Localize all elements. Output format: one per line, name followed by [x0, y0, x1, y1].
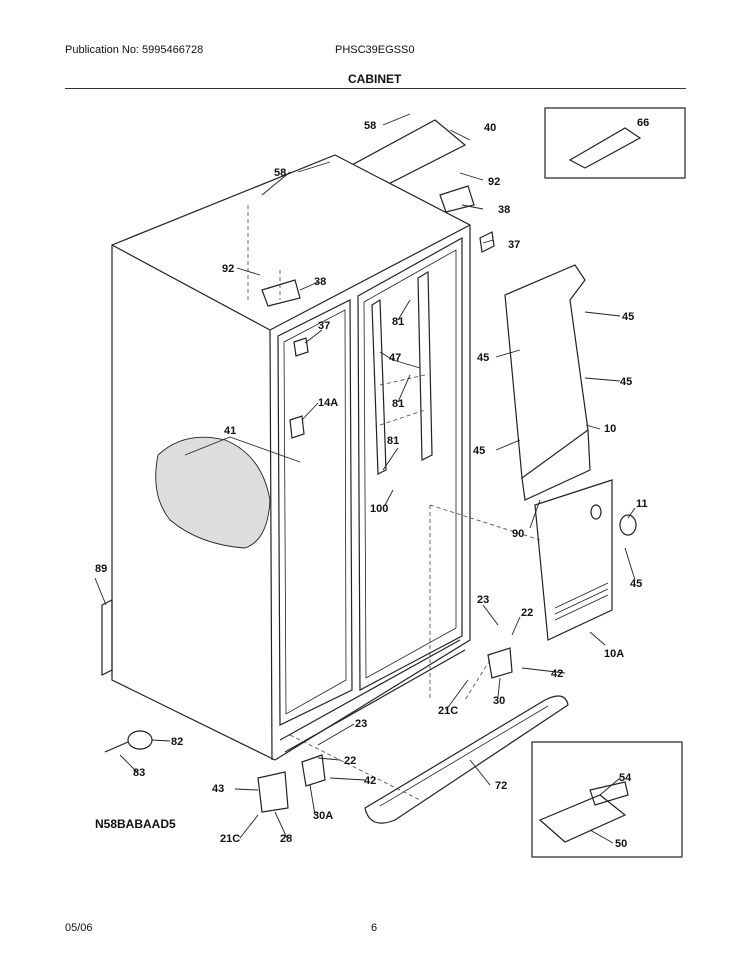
callout-38: 38	[498, 204, 510, 216]
callout-58: 58	[274, 167, 286, 179]
drawing-code: N58BABAAD5	[95, 817, 176, 831]
footer-date: 05/06	[65, 922, 93, 934]
callout-58: 58	[364, 120, 376, 132]
hinge-28	[257, 771, 289, 813]
callout-47: 47	[389, 352, 401, 364]
callout-45: 45	[622, 311, 634, 323]
callout-54: 54	[619, 772, 632, 784]
callout-11: 11	[636, 498, 648, 510]
callout-22: 22	[521, 607, 533, 619]
callout-89: 89	[95, 563, 107, 575]
callout-92: 92	[488, 176, 500, 188]
callout-81: 81	[392, 398, 404, 410]
callout-23: 23	[355, 718, 367, 730]
callout-37: 37	[508, 239, 520, 251]
section-title: CABINET	[348, 72, 402, 86]
callout-28: 28	[280, 833, 292, 845]
callout-10: 10	[604, 423, 616, 435]
rear-access-panel	[534, 479, 613, 641]
evaporator-cover-panel	[504, 264, 589, 480]
inset-box-66	[544, 107, 686, 179]
callout-81: 81	[387, 435, 399, 447]
freezer-liner	[277, 299, 353, 726]
hinge-30a	[301, 754, 326, 787]
callout-21c: 21C	[438, 705, 458, 717]
callout-23: 23	[477, 594, 489, 606]
callout-30: 30	[493, 695, 505, 707]
callout-22: 22	[344, 755, 356, 767]
toe-grille	[364, 695, 569, 824]
callout-50: 50	[615, 838, 627, 850]
inset-box-50	[531, 741, 683, 858]
callout-45: 45	[630, 578, 642, 590]
footer-page-number: 6	[371, 922, 378, 934]
hinge-38b	[439, 185, 475, 213]
callout-30a: 30A	[313, 810, 333, 822]
callout-90: 90	[512, 528, 524, 540]
callout-82: 82	[171, 736, 183, 748]
publication-number: Publication No: 5995466728	[65, 44, 204, 56]
callout-43: 43	[212, 783, 224, 795]
leveling-leg-82	[127, 730, 153, 750]
callout-37: 37	[318, 320, 330, 332]
model-number: PHSC39EGSS0	[335, 44, 415, 56]
bumper-37b	[293, 337, 309, 357]
callout-41: 41	[224, 425, 236, 437]
callout-72: 72	[495, 780, 507, 792]
callout-42: 42	[551, 668, 563, 680]
callout-66: 66	[637, 117, 649, 129]
callout-100: 100	[370, 503, 388, 515]
callout-45: 45	[620, 376, 632, 388]
callout-42: 42	[364, 775, 376, 787]
callout-45: 45	[473, 445, 485, 457]
callout-81: 81	[392, 316, 404, 328]
callout-92: 92	[222, 263, 234, 275]
header-divider	[65, 88, 686, 89]
hinge-38a	[261, 279, 301, 307]
callout-14a: 14A	[318, 397, 338, 409]
shelf-ladder-rail	[417, 270, 433, 461]
hinge-30	[487, 647, 513, 679]
callout-83: 83	[133, 767, 145, 779]
fresh-food-liner	[357, 236, 463, 691]
callout-40: 40	[484, 122, 496, 134]
callout-21c: 21C	[220, 833, 240, 845]
callout-45: 45	[477, 352, 489, 364]
callout-10a: 10A	[604, 648, 624, 660]
shelf-ladder-rail	[371, 298, 387, 475]
callout-38: 38	[314, 276, 326, 288]
bumper-37	[479, 231, 495, 253]
insulation-pad	[155, 436, 271, 549]
block-14a	[289, 415, 305, 439]
